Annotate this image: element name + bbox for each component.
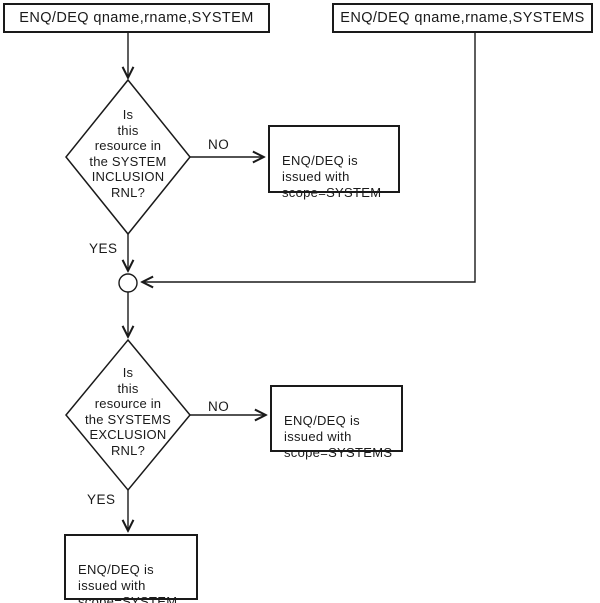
- result-box-scope-system-no1: ENQ/DEQ is issued with scope=SYSTEM: [268, 125, 400, 200]
- result-box-scope-system-final-label: ENQ/DEQ is issued with scope=SYSTEM: [78, 562, 178, 603]
- decision1-yes-label: YES: [89, 241, 118, 256]
- start-box-systems-label: ENQ/DEQ qname,rname,SYSTEMS: [340, 10, 585, 26]
- start-box-systems: ENQ/DEQ qname,rname,SYSTEMS: [332, 3, 593, 33]
- decision-exclusion-label: Is this resource in the SYSTEMS EXCLUSIO…: [84, 365, 171, 458]
- start-box-system: ENQ/DEQ qname,rname,SYSTEM: [3, 3, 270, 33]
- result-box-scope-systems-label: ENQ/DEQ is issued with scope=SYSTEMS: [284, 413, 393, 460]
- result-box-scope-system-final: ENQ/DEQ is issued with scope=SYSTEM: [64, 534, 198, 603]
- decision-inclusion-label: Is this resource in the SYSTEM INCLUSION…: [89, 107, 167, 200]
- result-box-scope-systems: ENQ/DEQ is issued with scope=SYSTEMS: [270, 385, 403, 460]
- start-box-system-label: ENQ/DEQ qname,rname,SYSTEM: [19, 10, 254, 26]
- decision2-no-label: NO: [208, 399, 230, 414]
- connector-startright-to-junction: [143, 33, 476, 282]
- junction-circle: [118, 273, 138, 293]
- decision1-no-label: NO: [208, 137, 230, 152]
- decision2-yes-label: YES: [87, 492, 116, 507]
- result-box-scope-system-no1-label: ENQ/DEQ is issued with scope=SYSTEM: [282, 153, 382, 200]
